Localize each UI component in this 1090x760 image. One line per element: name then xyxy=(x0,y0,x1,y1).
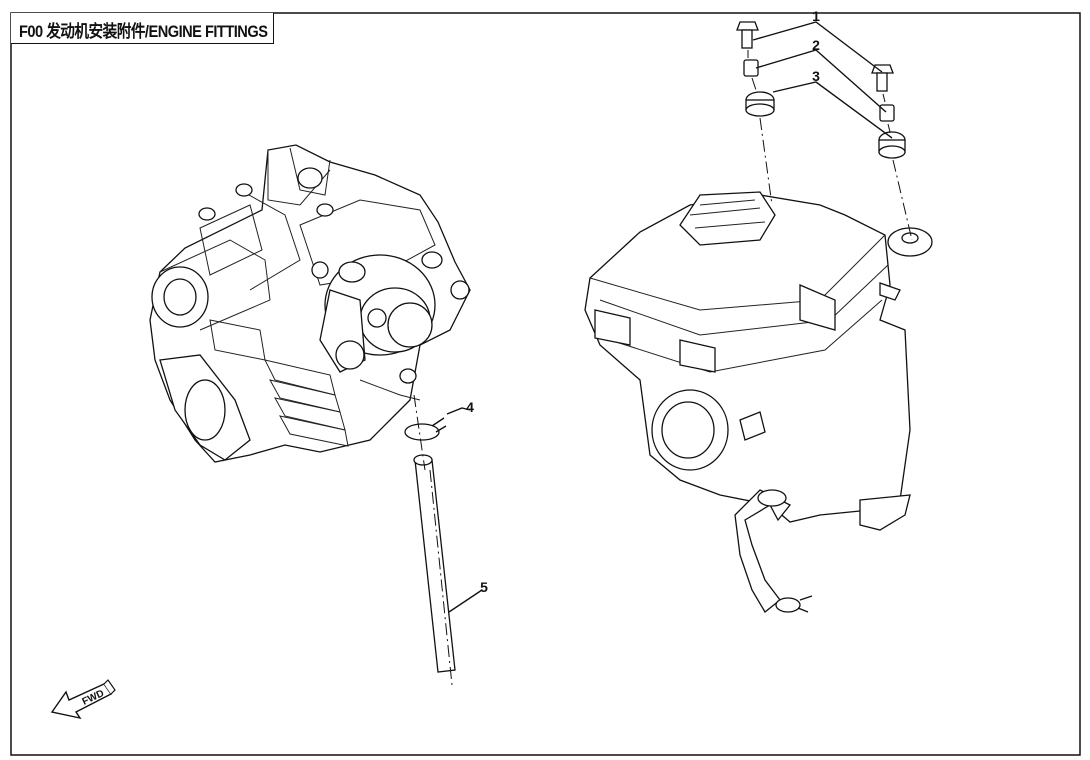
page-title: F00 发动机安装附件/ENGINE FITTINGS xyxy=(19,22,268,41)
page-border xyxy=(10,12,1081,756)
centerline-hose xyxy=(413,394,453,686)
air-box-assembly xyxy=(584,191,933,613)
callout-number: 3 xyxy=(812,68,820,84)
part-clamp xyxy=(404,417,447,441)
engine-assembly xyxy=(149,144,471,463)
part-hose xyxy=(413,454,456,673)
leader-lines xyxy=(446,21,893,613)
callout-number: 1 xyxy=(812,8,820,24)
callout-number: 5 xyxy=(480,579,488,595)
fwd-arrow-icon: FWD xyxy=(50,679,116,720)
part-grommet xyxy=(745,91,906,159)
fwd-label: FWD xyxy=(81,688,106,708)
callout-number: 2 xyxy=(812,37,820,53)
centerline-left-mount xyxy=(747,50,773,206)
callout-number: 4 xyxy=(466,399,474,415)
title-box xyxy=(11,13,274,44)
centerline-right-mount xyxy=(882,93,913,241)
part-bolt xyxy=(736,21,894,92)
